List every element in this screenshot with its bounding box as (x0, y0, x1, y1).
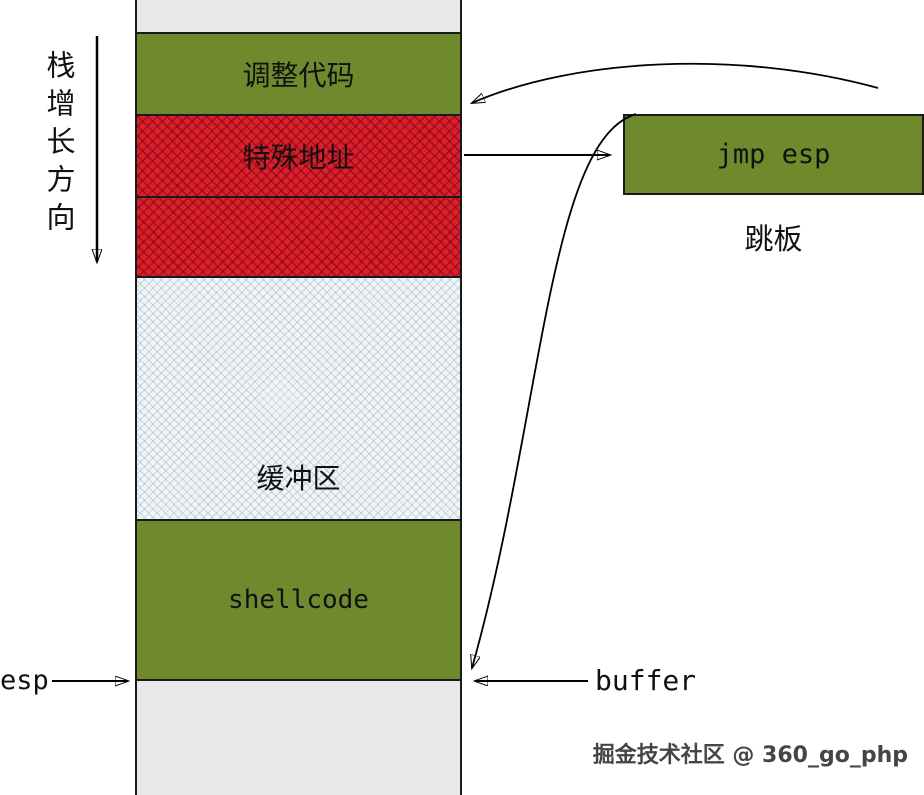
stack-block-shellcode: shellcode (135, 519, 462, 681)
shellcode-label: shellcode (228, 585, 369, 615)
stack-block-buffer: 缓冲区 (135, 276, 462, 521)
buffer-pointer-label: buffer (595, 664, 697, 697)
stack-column: 调整代码 特殊地址 缓冲区 shellcode (135, 0, 462, 795)
arrow-curve-to-buffer-start (472, 113, 637, 668)
stack-block-adjust-code: 调整代码 (135, 32, 462, 116)
special-address-label: 特殊地址 (242, 141, 355, 174)
arrow-jmp-to-adjust-code (472, 62, 879, 103)
adjust-code-label: 调整代码 (242, 59, 355, 92)
stack-block-special-address: 特殊地址 (135, 114, 462, 198)
stack-block-overwritten (135, 196, 462, 278)
trampoline-caption: 跳板 (744, 222, 803, 256)
esp-pointer-label: esp (0, 665, 49, 696)
jmp-esp-label: jmp esp (716, 139, 831, 170)
buffer-zone-label: 缓冲区 (256, 462, 341, 495)
jmp-esp-box: jmp esp (623, 114, 924, 195)
stack-growth-direction-label: 栈增长方向 (42, 50, 76, 240)
watermark-text: 掘金技术社区 @ 360_go_php (592, 743, 908, 768)
